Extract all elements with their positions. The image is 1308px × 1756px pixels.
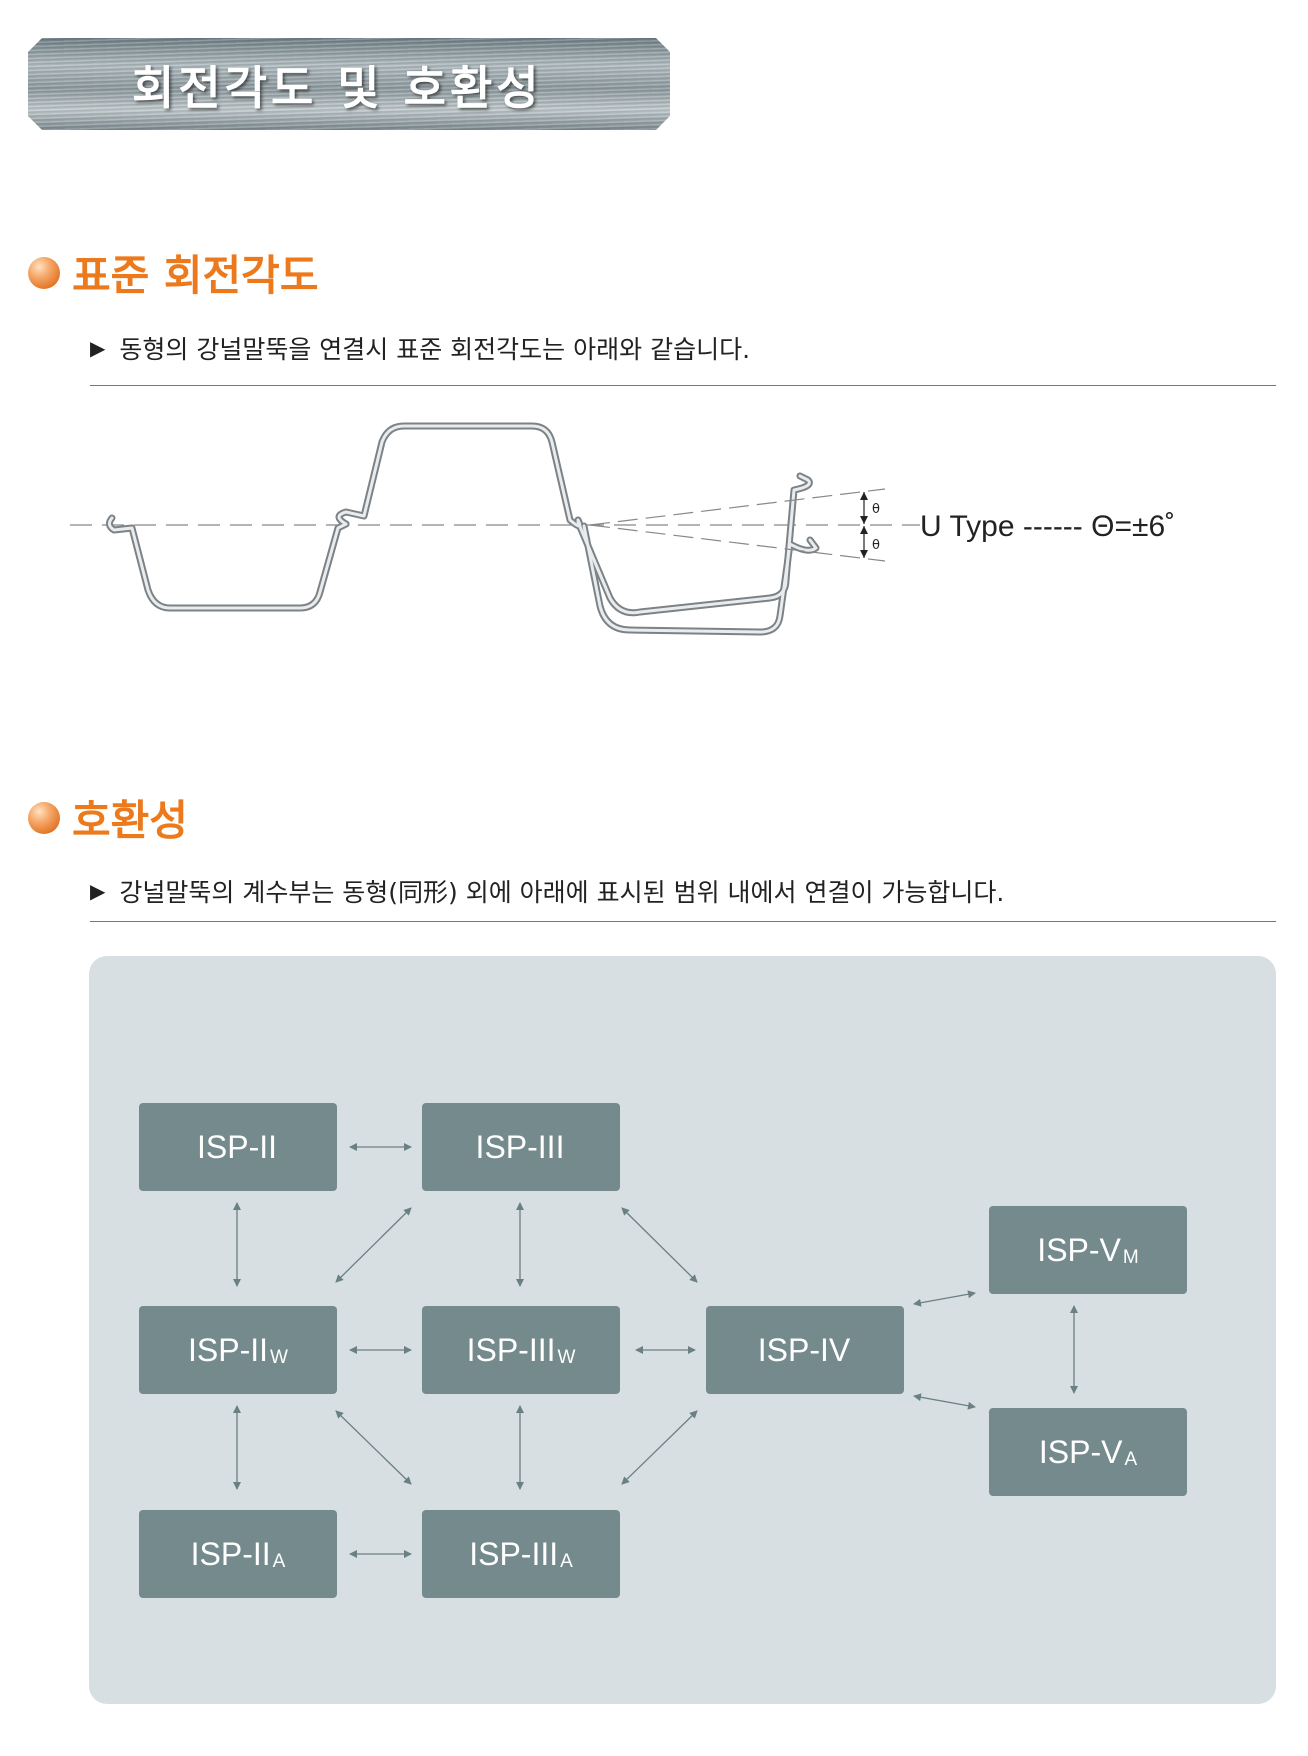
rotation-description-text: 동형의 강널말뚝을 연결시 표준 회전각도는 아래와 같습니다.	[119, 335, 751, 364]
title-banner: 회전각도 및 호환성	[28, 38, 670, 130]
compatibility-arrows	[233, 1143, 1078, 1558]
utype-dashes: ------	[1022, 510, 1083, 543]
section-title-rotation: 표준 회전각도	[72, 251, 319, 300]
orange-bullet-icon	[28, 801, 60, 834]
triangle-bullet-icon: ▶	[90, 879, 106, 903]
compatibility-description: ▶ 강널말뚝의 계수부는 동형(同形) 외에 아래에 표시된 범위 내에서 연결…	[90, 873, 1004, 909]
sheet-pile-rotation-diagram: θ θ	[70, 422, 920, 636]
theta-label-upper: θ	[872, 502, 880, 517]
pile-profile-inner	[107, 424, 818, 634]
utype-label: U Type ------ Θ=±6˚	[920, 510, 1175, 544]
theta-label-lower: θ	[872, 538, 880, 553]
triangle-bullet-icon: ▶	[90, 336, 106, 360]
angle-arrowhead-up	[860, 492, 868, 500]
node-isp-4: ISP-IV	[706, 1306, 904, 1394]
section-title-compatibility: 호환성	[72, 796, 188, 845]
node-isp-2: ISP-II	[139, 1103, 337, 1191]
page-title: 회전각도 및 호환성	[132, 61, 543, 115]
compatibility-description-text: 강널말뚝의 계수부는 동형(同形) 외에 아래에 표시된 범위 내에서 연결이 …	[119, 878, 1005, 907]
angle-arrowhead-up-2	[860, 526, 868, 534]
utype-name: U Type	[920, 510, 1015, 543]
pile-profile-outer	[105, 422, 820, 636]
divider-line	[90, 385, 1276, 386]
section-compatibility: 호환성	[28, 787, 188, 848]
orange-bullet-icon	[28, 256, 60, 289]
divider-line	[90, 921, 1276, 922]
angle-arrowhead-down-2	[860, 550, 868, 558]
rotation-lower-line	[589, 524, 886, 562]
node-isp-3: ISP-III	[422, 1103, 620, 1191]
rotation-description: ▶ 동형의 강널말뚝을 연결시 표준 회전각도는 아래와 같습니다.	[90, 330, 750, 366]
section-standard-rotation: 표준 회전각도	[28, 242, 318, 303]
angle-arrowhead-down	[860, 516, 868, 524]
utype-value: Θ=±6˚	[1091, 510, 1176, 543]
rotation-upper-line	[589, 488, 886, 526]
